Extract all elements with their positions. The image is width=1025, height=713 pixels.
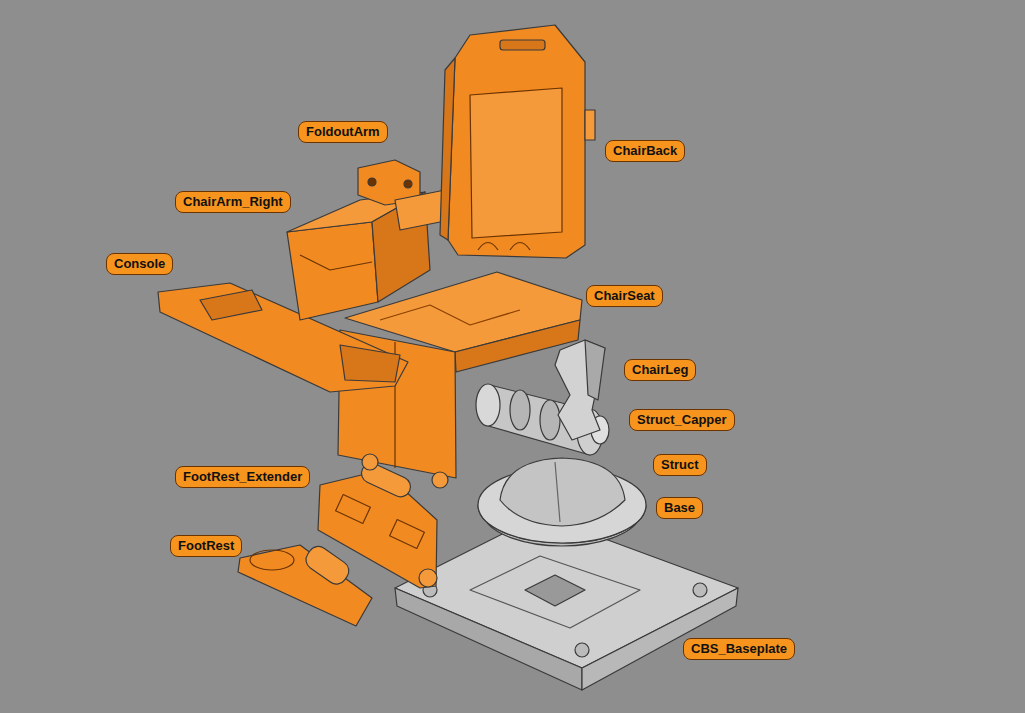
part-name: Base [664, 500, 695, 516]
part-label: FootRest [170, 535, 242, 557]
part-name: FootRest_Extender [183, 469, 302, 485]
part-label: ChairLeg [624, 359, 696, 381]
part-name: CBS_Baseplate [691, 641, 787, 657]
part-name: ChairBack [613, 143, 677, 159]
part-name: Struct [661, 457, 699, 473]
part-name: ChairArm_Right [183, 194, 283, 210]
part-name: Console [114, 256, 165, 272]
part-label: Base [656, 497, 703, 519]
part-label: Console [106, 253, 173, 275]
part-label: ChairArm_Right [175, 191, 291, 213]
part-label: FootRest_Extender [175, 466, 310, 488]
part-name: ChairLeg [632, 362, 688, 378]
part-name: ChairSeat [594, 288, 655, 304]
part-label: Struct_Capper [629, 409, 735, 431]
part-name: FoldoutArm [306, 124, 380, 140]
part-label: ChairBack [605, 140, 685, 162]
part-name: FootRest [178, 538, 234, 554]
part-name: Struct_Capper [637, 412, 727, 428]
part-label: CBS_Baseplate [683, 638, 795, 660]
part-label: ChairSeat [586, 285, 663, 307]
part-label: FoldoutArm [298, 121, 388, 143]
part-label: Struct [653, 454, 707, 476]
